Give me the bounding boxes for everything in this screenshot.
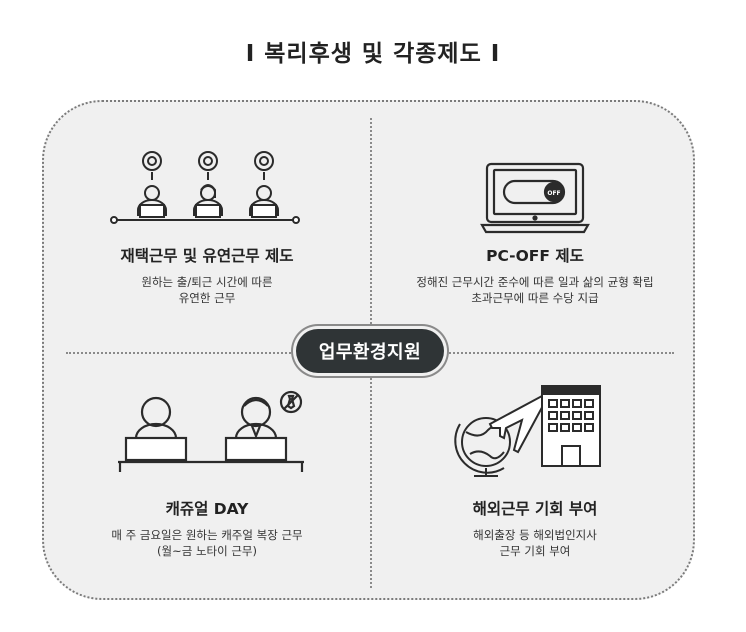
section-title: PC-OFF 제도 bbox=[486, 247, 584, 265]
clock-icon bbox=[198, 151, 218, 171]
overseas-work-icon bbox=[454, 385, 601, 477]
worker-icon bbox=[124, 396, 188, 462]
page-title: I 복리후생 및 각종제도 I bbox=[245, 41, 501, 67]
worker-icon bbox=[137, 185, 167, 218]
remote-work-icon bbox=[110, 151, 300, 224]
section-title: 재택근무 및 유연근무 제도 bbox=[120, 247, 294, 265]
section-title: 해외근무 기회 부여 bbox=[472, 500, 598, 518]
worker-icon bbox=[224, 396, 288, 462]
toggle-off-icon bbox=[502, 179, 566, 205]
casual-workers-icon bbox=[118, 390, 304, 472]
worker-icon bbox=[249, 185, 279, 218]
building-icon bbox=[541, 385, 601, 467]
worker-icon bbox=[193, 184, 223, 218]
center-badge: 업무환경지원 bbox=[296, 329, 444, 373]
section-title: 캐쥬얼 DAY bbox=[165, 500, 249, 518]
svg-text:OFF: OFF bbox=[547, 190, 560, 197]
airplane-icon bbox=[488, 394, 548, 454]
section-casual-day: 캐쥬얼 DAY 매 주 금요일은 원하는 캐주얼 복장 근무(월~금 노타이 근… bbox=[52, 497, 362, 559]
clock-icon bbox=[142, 151, 162, 171]
clock-icon bbox=[254, 151, 274, 171]
no-tie-icon bbox=[279, 390, 303, 414]
pc-off-laptop-icon: OFF bbox=[480, 162, 590, 234]
section-description: 매 주 금요일은 원하는 캐주얼 복장 근무(월~금 노타이 근무) bbox=[111, 528, 303, 558]
